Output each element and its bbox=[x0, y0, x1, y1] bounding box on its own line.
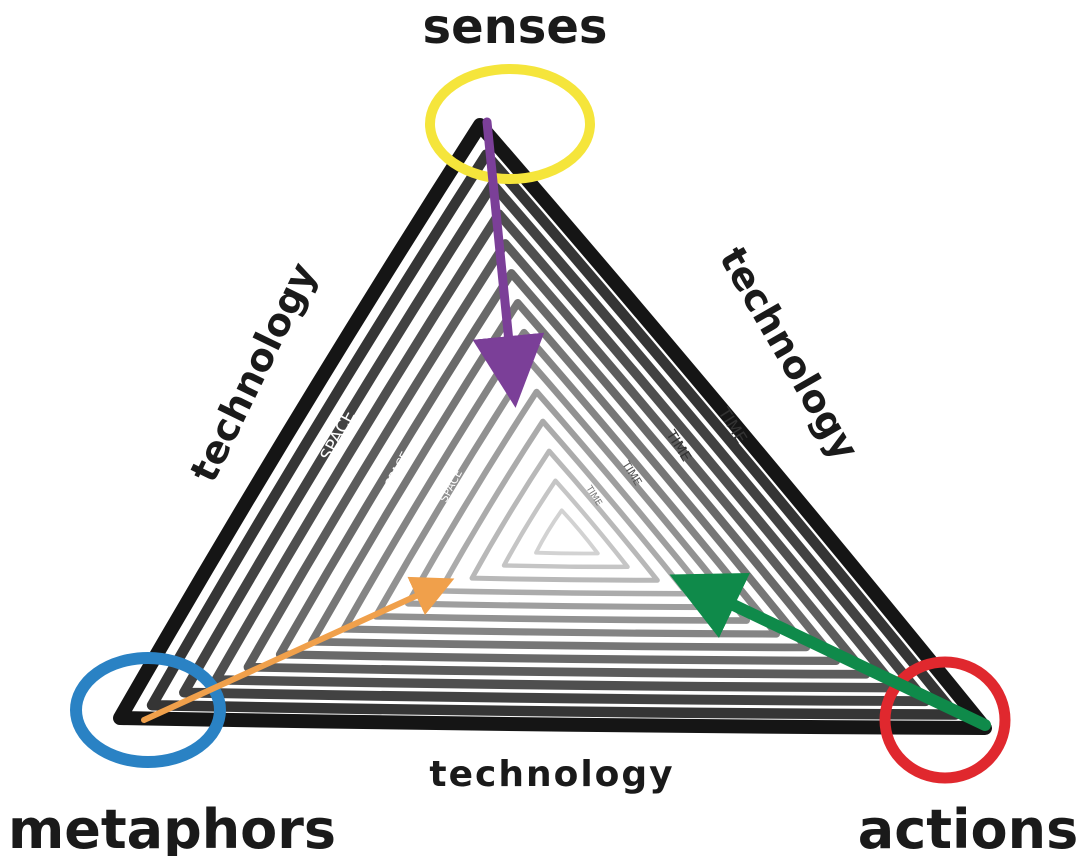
triangle-layer-3 bbox=[179, 179, 931, 707]
actions-arrow bbox=[669, 573, 991, 731]
triangle-layer-2 bbox=[146, 149, 961, 720]
senses-circle bbox=[425, 64, 595, 184]
senses-label: senses bbox=[423, 0, 608, 55]
triangle-layer-8 bbox=[340, 328, 781, 638]
senses-arrow bbox=[472, 117, 545, 408]
triangle-layer-6 bbox=[275, 269, 841, 665]
actions-label: actions bbox=[858, 798, 1078, 856]
triangle-layer-10 bbox=[404, 388, 720, 611]
space-time-labels: SPACE SPACE SPACE SPACE TIME TIME TIME T… bbox=[317, 403, 751, 525]
triangle-layer-12 bbox=[469, 448, 660, 583]
triangle-layer-4 bbox=[211, 209, 901, 693]
triangle-layer-11 bbox=[437, 418, 690, 597]
metaphors-circle bbox=[70, 652, 226, 768]
triangle-layer-9 bbox=[372, 358, 751, 624]
metaphors-label: metaphors bbox=[8, 798, 336, 856]
metaphors-arrow bbox=[141, 576, 455, 723]
triangle-layer-5 bbox=[243, 239, 871, 679]
technology-bottom-edge-label: technology bbox=[429, 754, 674, 795]
space-label-3: SPACE bbox=[437, 467, 465, 504]
triangle-layer-13 bbox=[501, 478, 630, 570]
triangle-layer-1 bbox=[113, 118, 992, 735]
triangle-layer-7 bbox=[308, 299, 811, 652]
nested-triangle-layers bbox=[113, 118, 992, 735]
actions-circle bbox=[879, 656, 1011, 784]
triangle-layer-14 bbox=[534, 508, 600, 556]
